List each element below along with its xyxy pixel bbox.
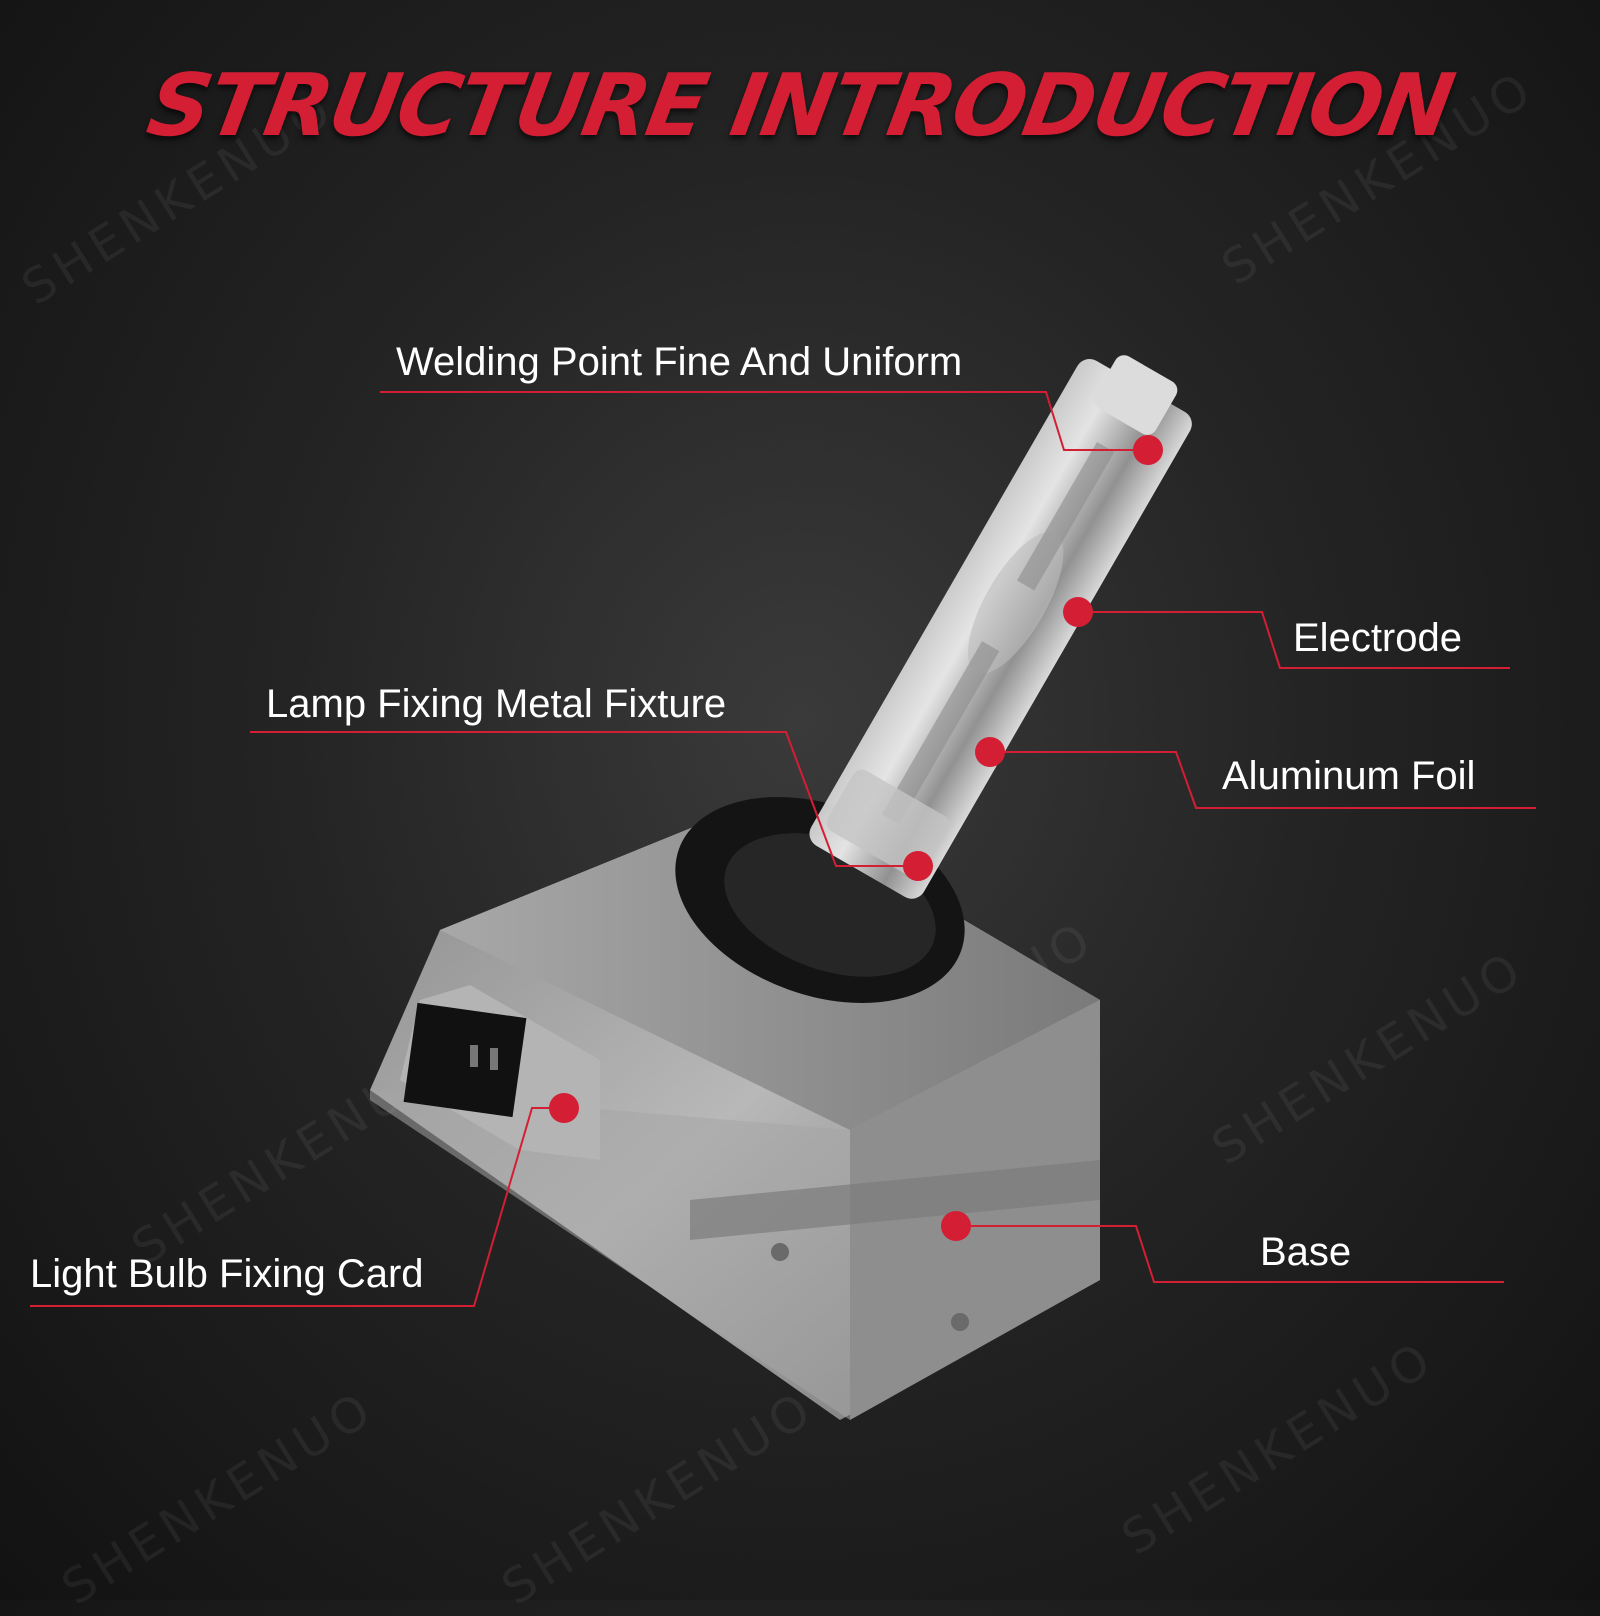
callout-base: Base bbox=[1260, 1230, 1352, 1274]
callout-electrode: Electrode bbox=[1293, 616, 1462, 660]
callout-aluminum-foil: Aluminum Foil bbox=[1222, 754, 1476, 798]
glass-tube bbox=[809, 355, 1192, 899]
callout-lamp-fixture: Lamp Fixing Metal Fixture bbox=[266, 682, 727, 726]
callout-welding-point: Welding Point Fine And Uniform bbox=[396, 340, 963, 384]
marker-dots bbox=[549, 435, 1163, 1241]
connector bbox=[400, 985, 600, 1160]
callout-fixing-card: Light Bulb Fixing Card bbox=[30, 1252, 424, 1296]
leader-lines bbox=[30, 391, 1536, 1307]
